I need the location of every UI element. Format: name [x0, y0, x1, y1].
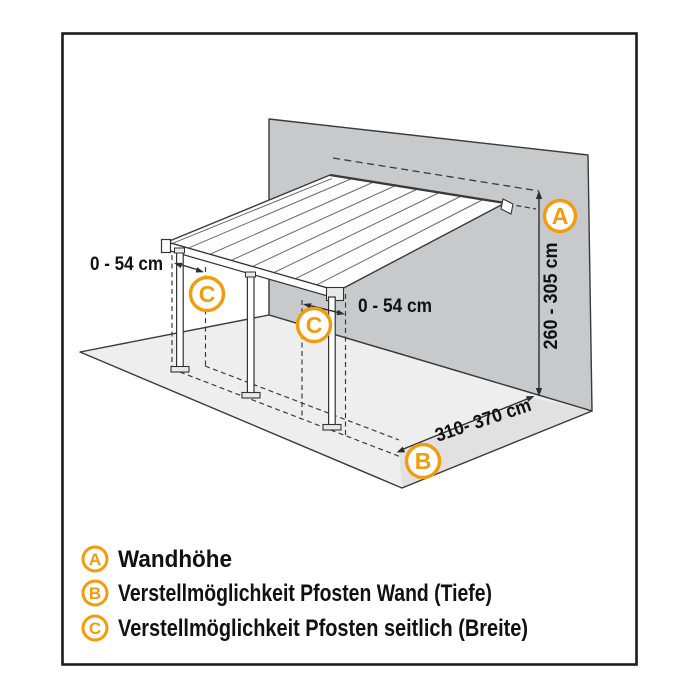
dimension-side-left: 0 - 54 cm	[90, 254, 204, 275]
side-adjust-right-value: 0 - 54 cm	[358, 296, 432, 317]
marker-c-left-badge: C	[188, 275, 226, 313]
arrowhead-depth-low	[396, 446, 406, 453]
wall-mount-rail	[329, 173, 506, 205]
roof	[160, 173, 514, 300]
marker-c-right-letter: C	[306, 312, 323, 338]
post-front-left-bracket	[174, 247, 185, 254]
dimension-wall-height: 260 - 305 cm	[535, 190, 562, 397]
marker-c-left-letter: C	[199, 281, 216, 307]
legend-b-label: Verstellmöglichkeit Pfosten Wand (Tiefe)	[118, 580, 492, 607]
legend-a-label: Wandhöhe	[118, 546, 232, 573]
posts	[170, 247, 345, 431]
legend-row-b: B Verstellmöglichkeit Pfosten Wand (Tief…	[81, 579, 492, 607]
legend-c-label: Verstellmöglichkeit Pfosten seitlich (Br…	[118, 615, 528, 642]
post-front-left	[176, 249, 184, 369]
roof-slats	[188, 178, 484, 286]
arrowhead-depth-high	[525, 396, 535, 402]
post-front-right-baseplate	[322, 423, 342, 431]
side-adjust-left-value: 0 - 54 cm	[90, 254, 163, 275]
post-front-left-baseplate	[170, 365, 190, 373]
dimension-side-right: 0 - 54 cm	[303, 296, 432, 317]
floor-shadow-band	[399, 398, 592, 488]
marker-a-badge: A	[542, 198, 578, 234]
legend-c-letter: C	[89, 619, 101, 638]
legend-row-a: A Wandhöhe	[81, 545, 232, 573]
roof-left-profile-line	[170, 178, 333, 245]
marker-b-badge: B	[404, 442, 442, 480]
marker-c-right-badge: C	[295, 306, 333, 344]
wall-mount-max-height-dashed	[332, 157, 540, 192]
arrowhead-down	[535, 388, 543, 397]
post-middle	[246, 273, 255, 395]
post-middle-bracket	[245, 271, 256, 278]
wall-height-value: 260 - 305 cm	[541, 243, 562, 350]
arrowhead-up	[535, 190, 543, 199]
gutter-end-cap-left	[160, 238, 172, 254]
post-row-guide-line	[171, 368, 402, 458]
marker-a-letter: A	[552, 203, 569, 229]
legend-a-letter: A	[89, 550, 101, 569]
legend-row-c: C Verstellmöglichkeit Pfosten seitlich (…	[81, 614, 528, 642]
post-middle-baseplate	[241, 391, 261, 399]
rail-end-cap-right	[500, 198, 514, 215]
legend-b-letter: B	[89, 584, 101, 603]
marker-b-letter: B	[415, 448, 432, 474]
legend: A Wandhöhe B Verstellmöglichkeit Pfosten…	[81, 545, 528, 642]
